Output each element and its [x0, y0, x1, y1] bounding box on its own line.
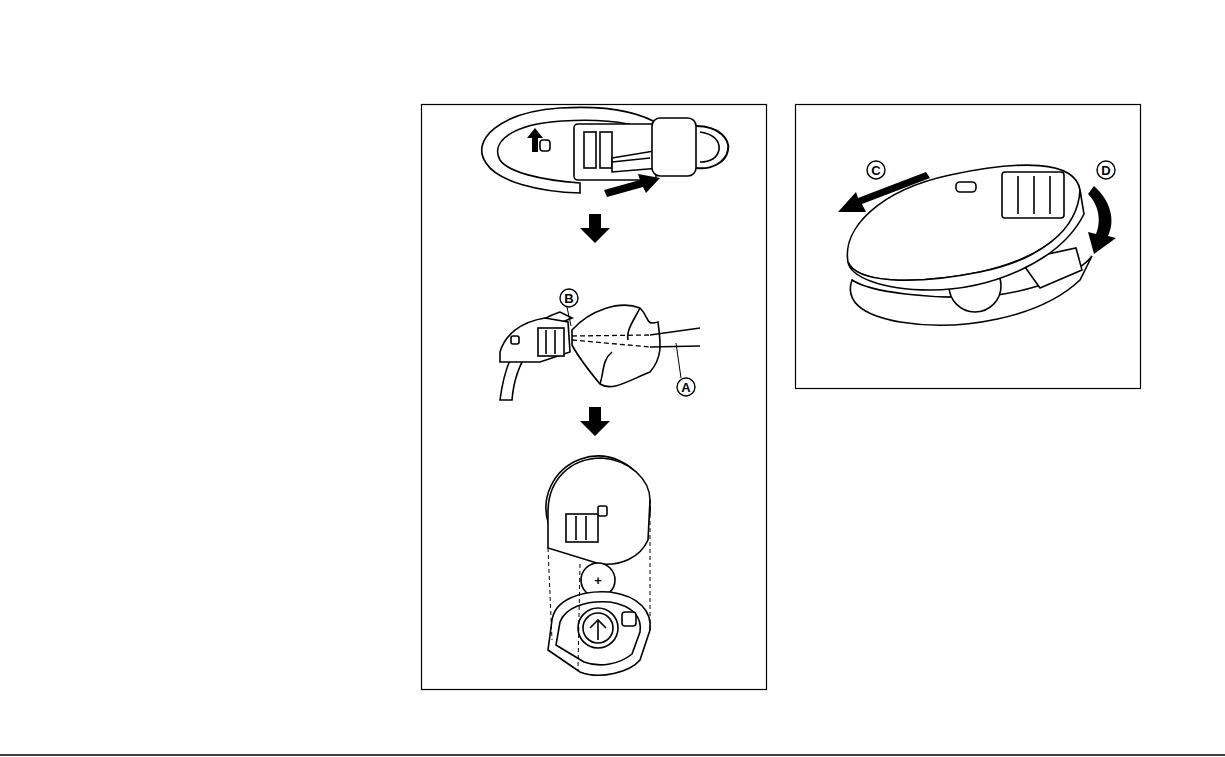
callout-letter: A [681, 381, 690, 394]
direction-arrow [527, 128, 543, 152]
callout-letter: B [564, 292, 573, 305]
leader-line [676, 343, 681, 378]
leader-line [567, 307, 571, 326]
callout-letter: D [1101, 164, 1110, 177]
direction-arrow [838, 172, 930, 212]
panel-frame [796, 105, 1141, 389]
fob-exploded [529, 439, 667, 675]
step-arrow [580, 407, 610, 436]
panel-frame [422, 105, 767, 690]
callout-circle [560, 161, 1115, 396]
screwdriver [572, 328, 700, 347]
direction-arrow [604, 174, 660, 197]
direction-arrow [1088, 186, 1116, 254]
step-arrow [580, 214, 610, 243]
page-rule [0, 754, 1225, 756]
callout-letter: C [871, 164, 880, 177]
fob-with-key [482, 107, 729, 193]
assembly-line [548, 500, 650, 670]
polarity-mark: + [594, 574, 602, 587]
fob-prying [500, 305, 660, 400]
